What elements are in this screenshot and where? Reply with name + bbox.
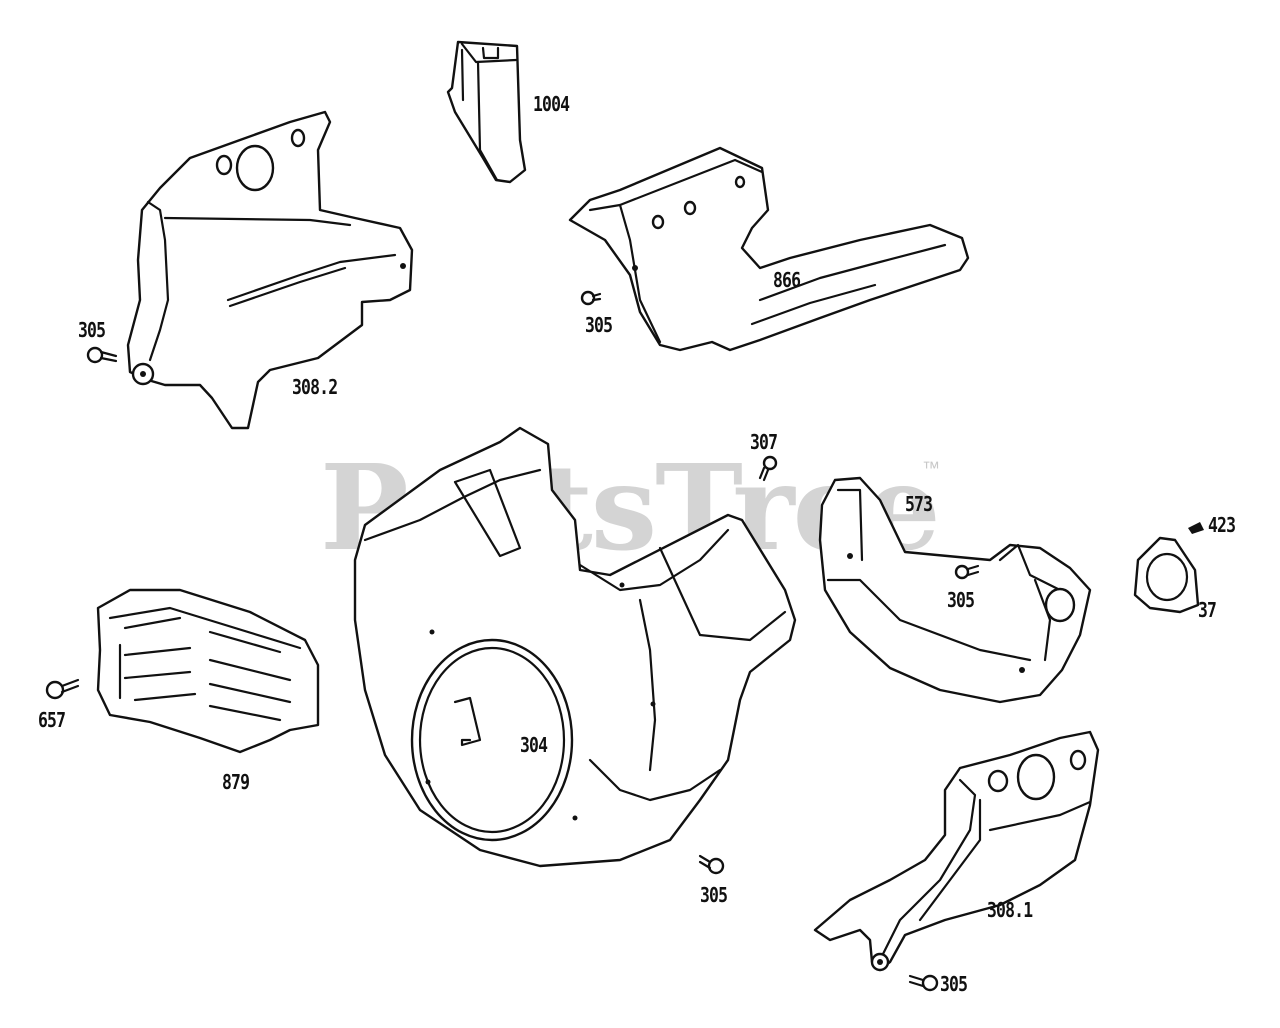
callout-37[interactable]: 37 [1198,598,1217,622]
callout-305-a[interactable]: 305 [78,318,106,342]
part-1004-chute[interactable] [446,40,527,184]
part-308-1-shroud-plate[interactable] [813,730,1100,972]
callout-308-2[interactable]: 308.2 [292,375,338,399]
callout-573[interactable]: 573 [905,492,933,516]
part-866-bracket-duct[interactable] [568,146,970,352]
part-305-screw-c[interactable] [954,564,980,580]
callout-657[interactable]: 657 [38,708,66,732]
part-37-gasket[interactable] [1133,536,1200,614]
trademark-symbol: ™ [922,458,940,478]
part-657-screw[interactable] [45,678,80,700]
part-304-blower-housing[interactable] [353,426,797,868]
part-308-2-shroud-plate[interactable] [126,110,414,430]
part-423-fastener[interactable] [1188,522,1204,534]
callout-423[interactable]: 423 [1208,513,1236,537]
part-305-screw-b[interactable] [580,290,602,306]
callout-308-1[interactable]: 308.1 [987,898,1033,922]
part-307-screw[interactable] [758,455,778,482]
callout-305-e[interactable]: 305 [940,972,968,996]
callout-1004[interactable]: 1004 [533,92,570,116]
part-573-baffle[interactable] [818,476,1092,704]
part-305-screw-a[interactable] [86,346,118,364]
callout-305-c[interactable]: 305 [947,588,975,612]
callout-305-b[interactable]: 305 [585,313,613,337]
part-305-screw-e[interactable] [908,974,939,992]
callout-304[interactable]: 304 [520,733,548,757]
part-305-screw-d[interactable] [698,854,725,875]
callout-305-d[interactable]: 305 [700,883,728,907]
part-879-grille[interactable] [96,588,320,754]
callout-879[interactable]: 879 [222,770,250,794]
callout-866[interactable]: 866 [773,268,801,292]
callout-307[interactable]: 307 [750,430,778,454]
